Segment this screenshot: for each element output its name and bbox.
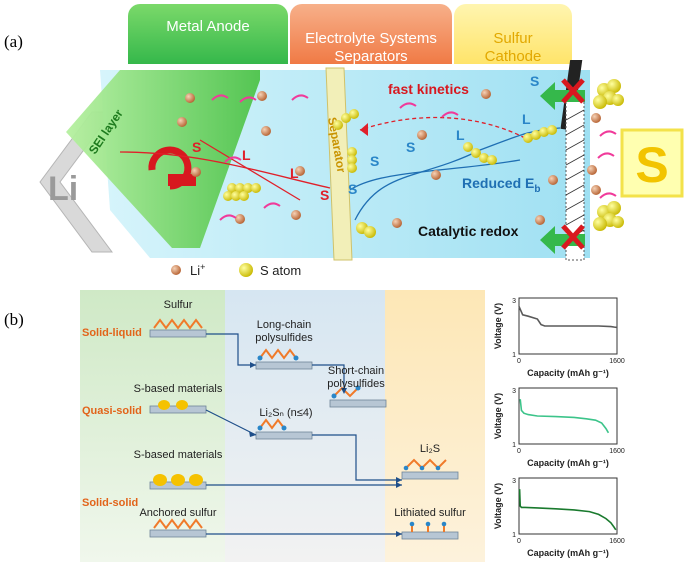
legend-s-icon	[239, 263, 253, 277]
big-s-box	[620, 128, 684, 198]
fast-kinetics-head	[360, 123, 368, 136]
x-tick-label: 0	[517, 358, 521, 365]
x-tick-label: 1600	[609, 448, 625, 455]
quasi-solid-blobs	[158, 400, 188, 410]
y-tick-label: 1	[512, 442, 516, 449]
regime-solid-solid: Solid-solid	[82, 497, 138, 509]
left-letter-2: L	[242, 147, 251, 163]
tab-sulfur-cathode-text: Sulfur Cathode	[484, 30, 542, 65]
y-tick-label: 3	[512, 298, 516, 305]
battery-schematic: Li SEI layer Separator S	[39, 60, 684, 278]
legend-li-text: Li+	[190, 262, 205, 278]
pathway-lines	[205, 333, 402, 535]
voltage-curve	[518, 306, 618, 329]
short-chain-zigzag	[333, 386, 359, 398]
left-letter-4: S	[320, 187, 329, 203]
cathode-sulfur-cluster-bottom	[593, 201, 624, 231]
tab-metal-anode: Metal Anode	[128, 4, 288, 64]
y-axis-label: Voltage (V)	[493, 483, 503, 529]
fast-kinetics-arrow	[359, 116, 526, 139]
regime-quasi-solid: Quasi-solid	[82, 405, 142, 417]
regime-solid-liquid: Solid-liquid	[82, 327, 142, 339]
liquid-column	[225, 290, 385, 562]
voltage-curve	[519, 399, 610, 434]
red-x-top-icon	[561, 78, 585, 104]
green-arrow-top	[540, 82, 585, 110]
li-metal-text: Li	[48, 170, 78, 208]
li2sn-zigzag	[259, 418, 285, 430]
tab-electrolyte: Electrolyte Systems Separators	[290, 4, 452, 65]
voltage-curve	[518, 489, 617, 531]
right-letter-3: L	[456, 127, 465, 143]
left-letter-1: S	[192, 139, 201, 155]
polysulfide-chains	[223, 109, 557, 238]
right-letter-2: L	[522, 111, 531, 127]
tab-sulfur-cathode: Sulfur Cathode	[454, 4, 572, 65]
y-tick-label: 3	[512, 388, 516, 395]
tab-electrolyte-text: Electrolyte Systems Separators	[305, 30, 437, 65]
arrow-heads	[249, 362, 402, 537]
panel-b-label: (b)	[4, 310, 24, 329]
solid-solid-blobs	[153, 474, 203, 486]
sulfur-zigzag	[153, 318, 203, 330]
big-s-text: S	[635, 137, 668, 193]
right-letter-6: S	[348, 181, 357, 197]
x-tick-label: 0	[517, 538, 521, 545]
anchored-zigzag	[153, 518, 203, 530]
x-axis-label: Capacity (mAh g⁻¹)	[527, 548, 609, 558]
x-tick-label: 1600	[609, 538, 625, 545]
reduced-eb-text: Reduced Eb	[462, 175, 540, 195]
legend-li-icon	[171, 265, 181, 275]
green-arrow-bottom	[540, 226, 585, 254]
long-chain-zigzag	[259, 348, 297, 360]
x-tick-label: 0	[517, 448, 521, 455]
sei-layer-slab	[66, 70, 260, 248]
y-tick-label: 1	[512, 532, 516, 539]
label-sulfur: Sulfur	[164, 299, 193, 311]
cathode-sulfur-cluster-top	[593, 79, 624, 109]
label-li2s: Li₂S	[420, 443, 440, 455]
left-letter-3: L	[290, 165, 299, 181]
x-tick-label: 1600	[609, 358, 625, 365]
panel-a-label: (a)	[4, 32, 23, 51]
fast-kinetics-text: fast kinetics	[388, 81, 469, 97]
right-letter-4: S	[406, 139, 415, 155]
x-axis-label: Capacity (mAh g⁻¹)	[527, 368, 609, 378]
y-axis-label: Voltage (V)	[493, 393, 503, 439]
plot-frame	[518, 297, 618, 355]
red-bar	[168, 174, 196, 186]
catalytic-redox-text: Catalytic redox	[418, 223, 519, 239]
red-shuttle-path	[119, 151, 331, 189]
label-s-based-1: S-based materials	[134, 383, 223, 395]
plot-frame	[518, 477, 618, 535]
plot-frame	[518, 387, 618, 445]
label-s-based-2: S-based materials	[134, 449, 223, 461]
y-tick-label: 1	[512, 352, 516, 359]
x-axis-label: Capacity (mAh g⁻¹)	[527, 458, 609, 468]
product-column	[385, 290, 485, 562]
label-lithiated: Lithiated sulfur	[394, 507, 466, 519]
right-letter-1: S	[530, 73, 539, 89]
reaction-pathway-diagram: Solid-liquid Quasi-solid Solid-solid	[80, 290, 485, 562]
lithium-ions	[177, 89, 601, 228]
right-letter-5: S	[370, 153, 379, 169]
y-axis-label: Voltage (V)	[493, 303, 503, 349]
pink-ion-arrows	[211, 94, 617, 221]
legend-s-text: S atom	[260, 263, 301, 278]
red-x-bottom-icon	[561, 224, 585, 250]
label-anchored: Anchored sulfur	[139, 507, 216, 519]
y-tick-label: 3	[512, 478, 516, 485]
red-shuttle-path-2	[199, 139, 301, 201]
tab-metal-anode-text: Metal Anode	[166, 18, 250, 35]
label-li2sn: Li₂Sₙ (n≤4)	[259, 407, 312, 419]
